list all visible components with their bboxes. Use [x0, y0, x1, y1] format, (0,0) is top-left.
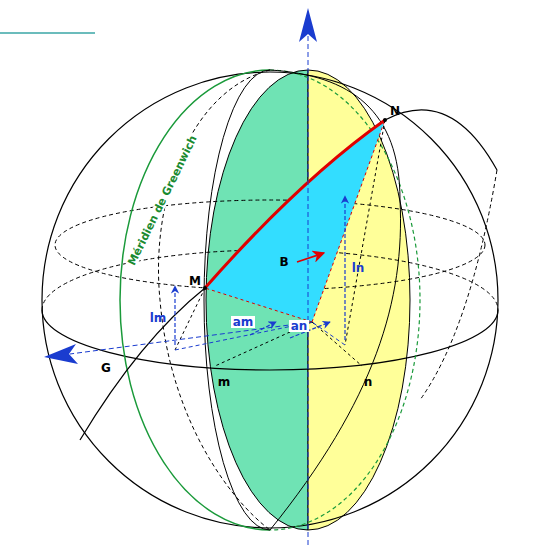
projection-m: [175, 288, 205, 350]
point-n: [383, 118, 387, 122]
point-label: G: [99, 362, 113, 374]
radius-on: [312, 120, 385, 322]
latitude-arrow-n: [344, 196, 345, 340]
latitude-label: lm: [150, 312, 167, 324]
projection-n: [345, 120, 385, 345]
sector-fill: [205, 120, 385, 322]
point-label: N: [390, 105, 400, 117]
point-m: [203, 286, 207, 290]
foot-label: m: [218, 376, 231, 388]
axis-arrowhead: [44, 344, 78, 364]
point-label: M: [189, 275, 201, 287]
great-circle-back: [420, 170, 497, 400]
great-circle: [80, 288, 205, 440]
meridian-label: Méridien de Greenwich: [126, 132, 200, 269]
longitude-label: am: [231, 316, 256, 328]
axis-arrowhead: [299, 8, 317, 42]
latitude-arrow-m: [174, 286, 175, 345]
header-rule: [0, 32, 95, 34]
foot-label: n: [364, 376, 373, 388]
polar-axis: [308, 36, 309, 548]
arc-mn: [205, 120, 385, 288]
bearing-label: B: [279, 256, 288, 268]
longitude-label: an: [289, 320, 310, 332]
direction-n: [312, 322, 345, 345]
radius-om: [205, 288, 312, 322]
latitude-label: ln: [352, 262, 365, 274]
bearing-arrow: [297, 253, 324, 262]
radius-on-foot: [312, 322, 362, 366]
great-circle: [385, 110, 497, 170]
equator-front: [42, 310, 498, 370]
sphere-outline: [42, 72, 498, 528]
x-axis: [70, 322, 312, 354]
